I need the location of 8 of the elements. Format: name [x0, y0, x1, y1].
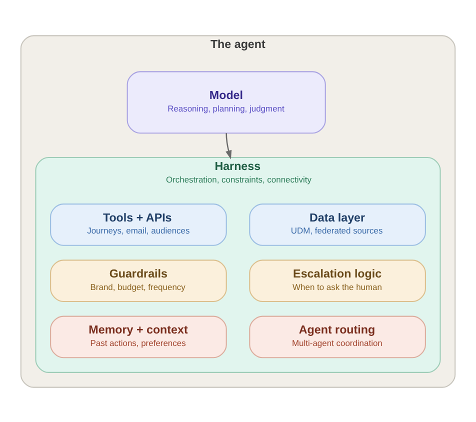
node-box: Escalation logic When to ask the human: [249, 259, 426, 302]
node-box: Data layer UDM, federated sources: [249, 203, 426, 246]
arrow: [226, 132, 232, 159]
node-box: Model Reasoning, planning, judgment: [126, 70, 326, 134]
node-box: Guardrails Brand, budget, frequency: [50, 259, 227, 302]
node-box: Memory + context Past actions, preferences: [50, 315, 227, 358]
node-box: Agent routing Multi-agent coordination: [249, 315, 426, 358]
node-box: Tools + APIs Journeys, email, audiences: [50, 203, 227, 246]
